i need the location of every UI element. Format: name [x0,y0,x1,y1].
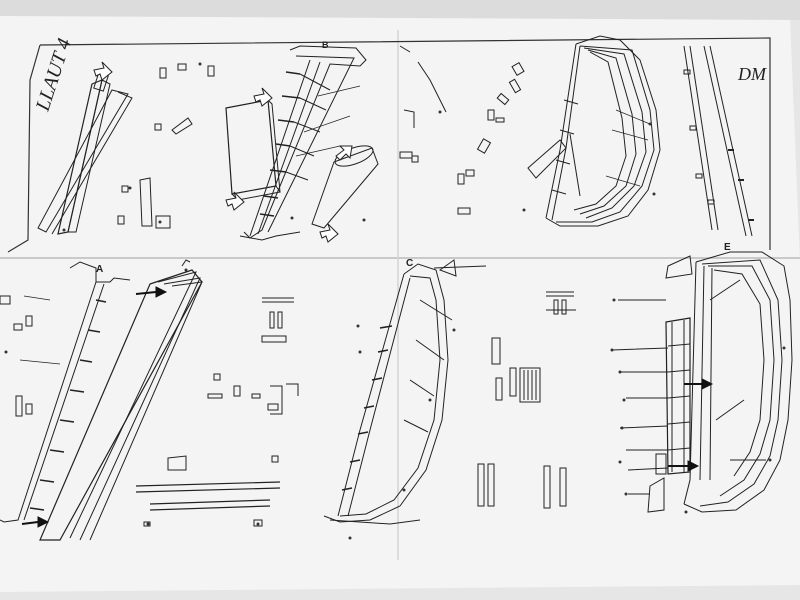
paper-sheet [0,15,800,592]
step-label-a: A [96,264,103,275]
step-label-e: E [724,242,731,253]
frame-b [225,45,379,241]
small-parts-center [135,297,299,527]
drawing-ink: B [0,35,793,541]
arrow-icon [335,145,353,161]
paper-shadow [0,0,800,20]
arrow-icon [684,378,714,390]
frame-a [0,259,203,541]
arrow-icon [319,223,339,243]
small-fittings-top [117,63,215,229]
hull-e [611,251,793,513]
arrow-icon-group [21,286,714,528]
part-number-markers [4,62,786,540]
hull-planked [527,35,661,227]
corner-mark: DM [737,64,767,84]
sheet-border [7,37,771,253]
arrow-icon [21,516,50,528]
arrow-icon [253,87,273,107]
step-label-b: B [322,40,329,50]
arrow-icon [93,61,113,81]
long-rods [683,45,754,237]
arrow-icon [135,286,168,298]
small-parts-lower-right [477,291,576,509]
step-label-c: C [406,258,413,269]
keel-parts [37,72,133,235]
leader-lines [19,85,651,365]
small-parts-right [399,45,525,215]
arrow-icon [225,191,245,211]
arrow-icon [668,460,700,472]
frame-c [323,259,487,525]
hollow-arrow-group [93,61,353,243]
